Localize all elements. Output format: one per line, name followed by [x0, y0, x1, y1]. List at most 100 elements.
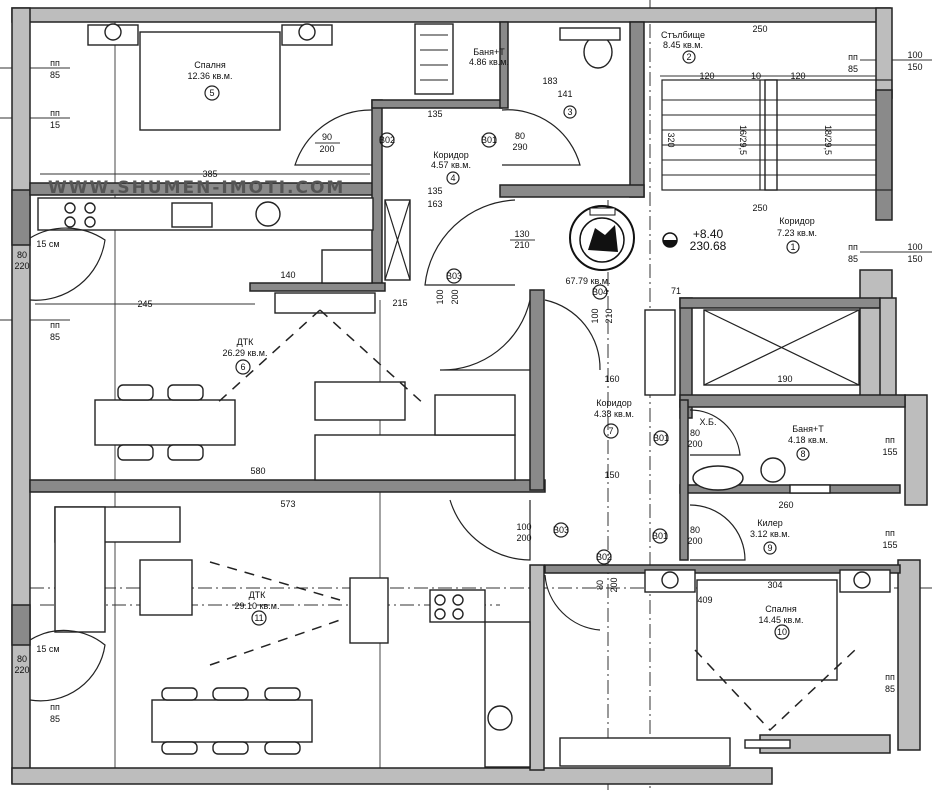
label-text: 100: [435, 289, 445, 304]
label-text: 135: [427, 186, 442, 196]
label-text: 155: [882, 447, 897, 457]
label-text: 304: [767, 580, 782, 590]
coffee-table-2: [139, 559, 193, 616]
plan-shape: [661, 571, 679, 589]
plan-shape: [763, 541, 777, 555]
plan-shape: [104, 23, 122, 41]
label-text: ДТК: [237, 337, 255, 347]
plan-shape: [171, 202, 213, 228]
plan-shape: [629, 21, 645, 198]
label-text: 580: [250, 466, 265, 476]
plan-shape: [439, 299, 531, 371]
plan-shape: [796, 447, 810, 461]
label-text: В01: [481, 135, 497, 145]
plan-shape: [255, 201, 281, 227]
sofa: [314, 434, 516, 481]
plan-shape: [64, 202, 76, 214]
dimension-labels: 385 245 580 573 250 120 10 120 250 183 1…: [35, 24, 876, 654]
label-text: 85: [885, 684, 895, 694]
label-text: В02: [379, 135, 395, 145]
furniture: [37, 23, 891, 768]
plan-shape: [29, 479, 546, 493]
plan-shape: [703, 309, 860, 386]
plan-shape: [371, 99, 503, 109]
plan-shape: [679, 399, 689, 561]
plan-shape: [214, 309, 426, 406]
plan-shape: [875, 89, 893, 221]
label-text: В01: [653, 433, 669, 443]
label-text: 135: [427, 109, 442, 119]
label-text: 120: [699, 71, 714, 81]
label-text: 215: [392, 298, 407, 308]
label-text: 6: [240, 362, 245, 372]
label-text: 4.57 кв.м.: [431, 160, 471, 170]
label-text: 200: [687, 536, 702, 546]
coffee-table: [314, 381, 406, 421]
plan-shape: [420, 34, 448, 81]
plan-shape: [879, 297, 897, 404]
label-text: 4.18 кв.м.: [788, 435, 828, 445]
plan-shape: [679, 394, 906, 408]
label-text: 260: [778, 500, 793, 510]
plan-shape: [446, 268, 462, 284]
label-text: В02: [596, 552, 612, 562]
plan-shape: [904, 394, 928, 506]
plan-shape: [117, 384, 154, 401]
plan-shape: [235, 359, 251, 375]
stairs-label-left: 16/29,5: [738, 125, 748, 155]
plan-shape: [689, 504, 746, 561]
label-text: 573: [280, 499, 295, 509]
plan-shape: [29, 629, 106, 702]
label-text: пп: [885, 672, 895, 682]
plan-shape: [603, 423, 619, 439]
plan-shape: [349, 577, 389, 644]
plan-shape: [487, 705, 513, 731]
plan-shape: [592, 284, 608, 300]
level-mark: +8.40 230.68: [662, 227, 727, 253]
label-text: Коридор: [596, 398, 632, 408]
plan-shape: [434, 608, 446, 620]
plan-shape: [588, 225, 618, 252]
label-text: 220: [14, 665, 29, 675]
label-text: 100: [907, 50, 922, 60]
plan-shape: [744, 739, 791, 749]
plan-shape: [481, 132, 497, 148]
label-text: пп: [885, 435, 895, 445]
label-text: 15 см: [36, 239, 59, 249]
plan-shape: [544, 299, 601, 371]
plan-shape: [563, 105, 577, 119]
label-text: 29.10 кв.м.: [235, 601, 280, 611]
room-8: Баня+Т4.18 кв.м.8: [788, 424, 828, 461]
plan-shape: [679, 297, 881, 309]
label-text: 250: [752, 24, 767, 34]
label-text: 210: [604, 308, 614, 323]
stairs-label-right: 18/29,5: [823, 125, 833, 155]
plan-shape: [251, 610, 267, 626]
label-text: 220: [14, 261, 29, 271]
dining-table: [94, 399, 236, 446]
plan-shape: [501, 109, 581, 166]
plan-shape: [559, 27, 621, 41]
label-text: 15: [50, 120, 60, 130]
plan-shape: [274, 292, 376, 314]
label-text: 150: [604, 470, 619, 480]
plan-shape: [294, 109, 373, 166]
label-text: 11: [254, 613, 263, 623]
plan-shape: [264, 741, 301, 755]
label-text: 71: [671, 286, 681, 296]
